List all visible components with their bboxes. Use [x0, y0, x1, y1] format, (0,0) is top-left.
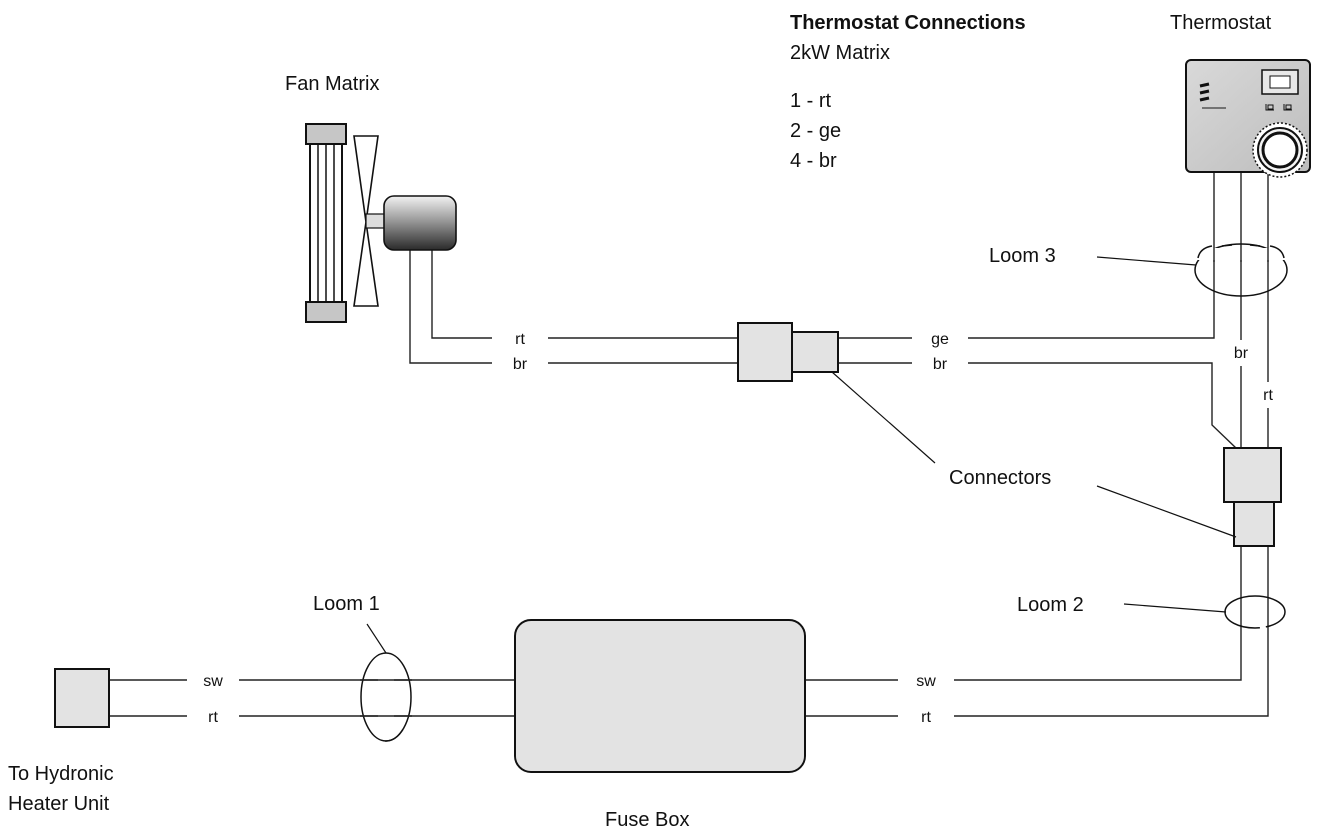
fan-motor-wires: [409, 250, 738, 364]
heater-unit-box: [54, 668, 110, 728]
leader-lines: [366, 256, 1237, 654]
loom-3: [1194, 243, 1288, 297]
fuse-box-right-wires: [805, 546, 1269, 717]
connector-thermostat-wires: [838, 172, 1269, 449]
wire-label-fuse-sw: sw: [916, 673, 936, 690]
legend-subtitle: 2kW Matrix: [790, 42, 890, 64]
fan-matrix-label: Fan Matrix: [285, 73, 379, 95]
wire-label-thermo-ge: ge: [931, 331, 949, 348]
wire-label-fuse-rt: rt: [921, 709, 931, 726]
legend-item-1: 1 - rt: [790, 90, 832, 112]
wire-labels: rt br ge br br rt sw rt sw rt: [187, 327, 1281, 727]
thermostat-label: Thermostat: [1170, 12, 1272, 34]
fan-motor: [383, 195, 457, 251]
dial-icon: [1252, 122, 1308, 178]
wire-label-vertical-rt: rt: [1263, 387, 1273, 404]
loom-3-label: Loom 3: [989, 245, 1056, 267]
legend-title: Thermostat Connections: [790, 12, 1026, 34]
thermostat: [1185, 59, 1311, 178]
wire-label-fan-br: br: [513, 356, 528, 373]
legend-item-3: 4 - br: [790, 150, 837, 172]
heater-label-line1: To Hydronic: [8, 763, 114, 785]
wire-label-thermo-br: br: [933, 356, 948, 373]
fan-matrix: [305, 123, 457, 323]
loom-2: [1224, 595, 1286, 629]
wire-label-fan-rt: rt: [515, 331, 525, 348]
heater-label-line2: Heater Unit: [8, 793, 110, 815]
connector-vertical: [1223, 447, 1282, 547]
connector-horizontal: [737, 322, 839, 382]
eberspacher-logo-icon: [1199, 82, 1226, 109]
loom-2-label: Loom 2: [1017, 594, 1084, 616]
loom-1-label: Loom 1: [313, 593, 380, 615]
wire-label-vertical-br: br: [1234, 345, 1249, 362]
fuse-box-label: Fuse Box: [605, 809, 689, 831]
fuse-box: [514, 619, 806, 773]
wire-label-heater-rt: rt: [208, 709, 218, 726]
heater-fuse-wires: [110, 679, 515, 717]
connectors-label: Connectors: [949, 467, 1051, 489]
legend-item-2: 2 - ge: [790, 120, 841, 142]
button-icons: [1265, 104, 1292, 111]
wire-label-heater-sw: sw: [203, 673, 223, 690]
loom-1: [360, 652, 412, 742]
